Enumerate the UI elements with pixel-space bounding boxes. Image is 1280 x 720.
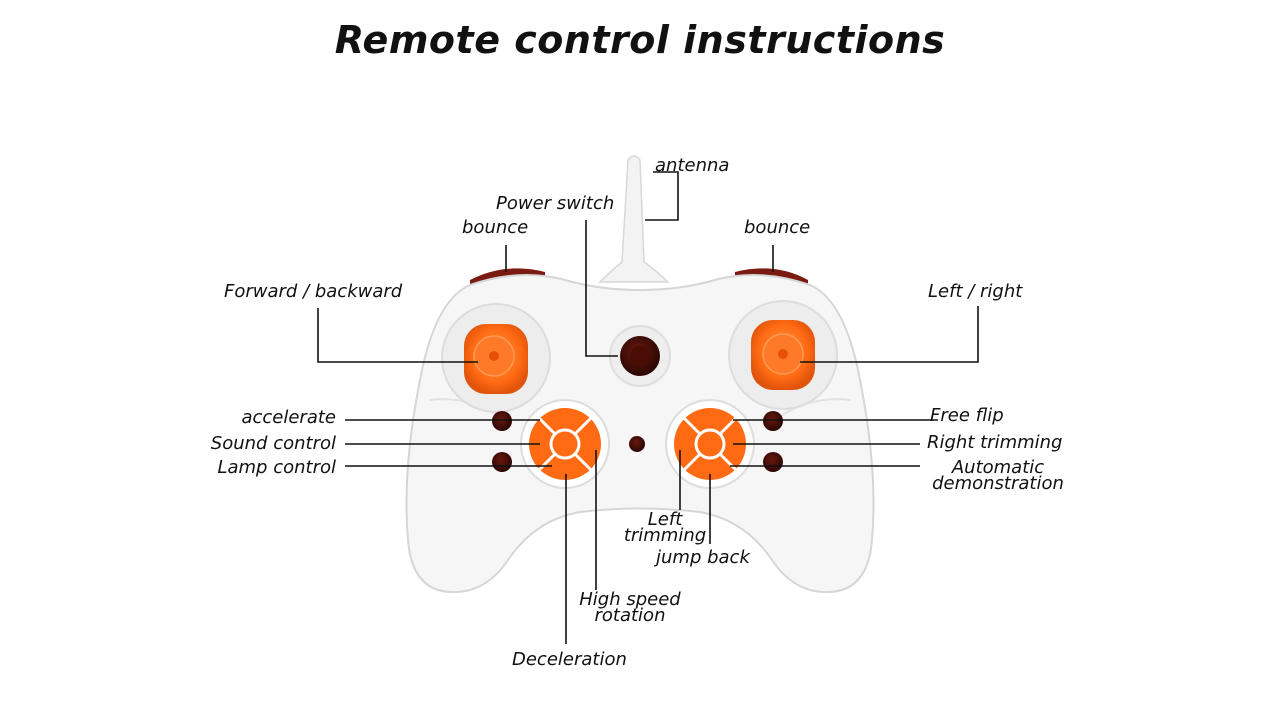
accelerate-button[interactable] — [492, 411, 512, 431]
label-forward-backward: Forward / backward — [224, 281, 403, 302]
label-bounce-left: bounce — [462, 217, 529, 238]
label-automatic-line1: Automatic — [951, 457, 1045, 478]
label-bounce-right: bounce — [744, 217, 811, 238]
label-right-trimming: Right trimming — [927, 432, 1063, 453]
label-free-flip: Free flip — [930, 405, 1004, 426]
label-accelerate: accelerate — [241, 407, 336, 428]
label-automatic-line2: demonstration — [932, 473, 1064, 494]
center-button[interactable] — [629, 436, 645, 452]
antenna — [598, 155, 670, 283]
automatic-demo-button[interactable] — [763, 452, 783, 472]
power-switch[interactable] — [609, 325, 671, 387]
label-deceleration: Deceleration — [512, 649, 627, 670]
label-antenna: antenna — [655, 155, 730, 176]
right-joystick[interactable] — [728, 300, 838, 410]
label-lamp-control: Lamp control — [217, 457, 336, 478]
label-left-trimming: Left trimming — [618, 509, 712, 546]
label-high-speed-rotation: High speed rotation — [570, 589, 690, 626]
free-flip-button[interactable] — [763, 411, 783, 431]
label-left-trimming-line2: trimming — [623, 525, 707, 546]
lamp-control-button[interactable] — [492, 452, 512, 472]
label-left-trimming-line1: Left — [647, 509, 683, 530]
label-high-speed-line2: rotation — [594, 605, 666, 626]
left-joystick[interactable] — [441, 303, 551, 413]
label-power-switch: Power switch — [496, 193, 615, 214]
label-automatic-demonstration: Automatic demonstration — [928, 457, 1068, 494]
label-sound-control: Sound control — [210, 433, 336, 454]
diagram-title: Remote control instructions — [334, 18, 946, 62]
label-jump-back: jump back — [656, 547, 750, 568]
label-left-right: Left / right — [928, 281, 1023, 302]
leader-lines — [317, 171, 979, 644]
label-high-speed-line1: High speed — [579, 589, 681, 610]
